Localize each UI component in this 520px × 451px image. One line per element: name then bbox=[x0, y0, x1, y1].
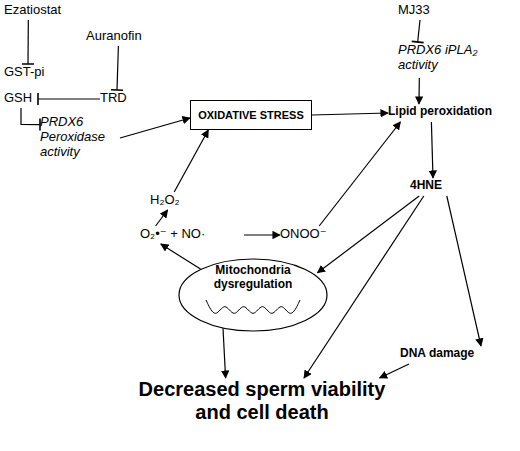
node-label: Auranofin bbox=[86, 28, 142, 43]
node-label: DNA damage bbox=[400, 346, 474, 360]
text-node: GSH bbox=[4, 90, 38, 108]
text-node: H₂O₂ bbox=[150, 192, 194, 210]
arrow-connector bbox=[319, 122, 400, 226]
text-node: PRDX6 Peroxidase activity bbox=[40, 114, 120, 162]
arrow-connector bbox=[447, 196, 481, 346]
text-node: Decreased sperm viability and cell death bbox=[122, 378, 402, 442]
node-label: O₂•⁻ + NO· bbox=[140, 226, 205, 241]
text-node: GST-pi bbox=[4, 64, 52, 82]
text-node: DNA damage bbox=[400, 346, 490, 364]
cristae bbox=[206, 300, 300, 313]
text-node: Auranofin bbox=[86, 28, 158, 46]
node-label: PRDX6 Peroxidase activity bbox=[40, 114, 120, 159]
arrow-connector bbox=[312, 113, 388, 115]
inhibition-bar bbox=[37, 93, 39, 105]
inhibition-connector bbox=[21, 108, 40, 125]
text-node: Ezatiostat bbox=[4, 2, 80, 20]
node-label: Lipid peroxidation bbox=[388, 104, 492, 118]
arrow-connector bbox=[161, 244, 201, 269]
mitochondrion-shape: Mitochondria dysregulation bbox=[178, 258, 328, 332]
node-label: Decreased sperm viability and cell death bbox=[122, 378, 402, 424]
node-label: 4HNE bbox=[410, 178, 442, 192]
node-label: TRD bbox=[100, 90, 127, 105]
node-label: Mitochondria dysregulation bbox=[178, 263, 328, 291]
arrow-connector bbox=[244, 234, 280, 235]
arrow-connector bbox=[120, 118, 190, 138]
node-label: GST-pi bbox=[4, 64, 44, 79]
arrow-connector bbox=[431, 122, 433, 178]
text-node: TRD bbox=[100, 90, 134, 108]
arrow-connector bbox=[156, 210, 168, 226]
process-box: OXIDATIVE STRESS bbox=[190, 100, 312, 130]
text-node: O₂•⁻ + NO· bbox=[140, 226, 244, 244]
node-label: MJ33 bbox=[398, 2, 430, 17]
inhibition-connector bbox=[38, 98, 100, 99]
text-node: 4HNE bbox=[410, 178, 456, 196]
node-label: OXIDATIVE STRESS bbox=[198, 109, 304, 122]
arrow-connector bbox=[174, 130, 208, 192]
node-label: H₂O₂ bbox=[150, 192, 180, 207]
text-node: Lipid peroxidation bbox=[388, 104, 512, 122]
text-node: PRDX6 iPLA₂ activity bbox=[398, 42, 480, 78]
inhibition-connector bbox=[117, 46, 118, 90]
arrow-connector bbox=[223, 328, 226, 378]
inhibition-connector bbox=[418, 20, 420, 42]
arrow-connector bbox=[380, 364, 409, 378]
node-label: ONOO⁻ bbox=[280, 226, 327, 241]
inhibition-connector bbox=[27, 20, 29, 64]
node-label: PRDX6 iPLA₂ activity bbox=[398, 42, 480, 72]
arrow-connector bbox=[418, 78, 420, 104]
node-label: GSH bbox=[4, 90, 32, 105]
node-label: Ezatiostat bbox=[4, 2, 61, 17]
text-node: MJ33 bbox=[398, 2, 442, 20]
arrow-connector bbox=[318, 196, 420, 273]
text-node: ONOO⁻ bbox=[280, 226, 336, 244]
outer-membrane bbox=[179, 259, 327, 331]
